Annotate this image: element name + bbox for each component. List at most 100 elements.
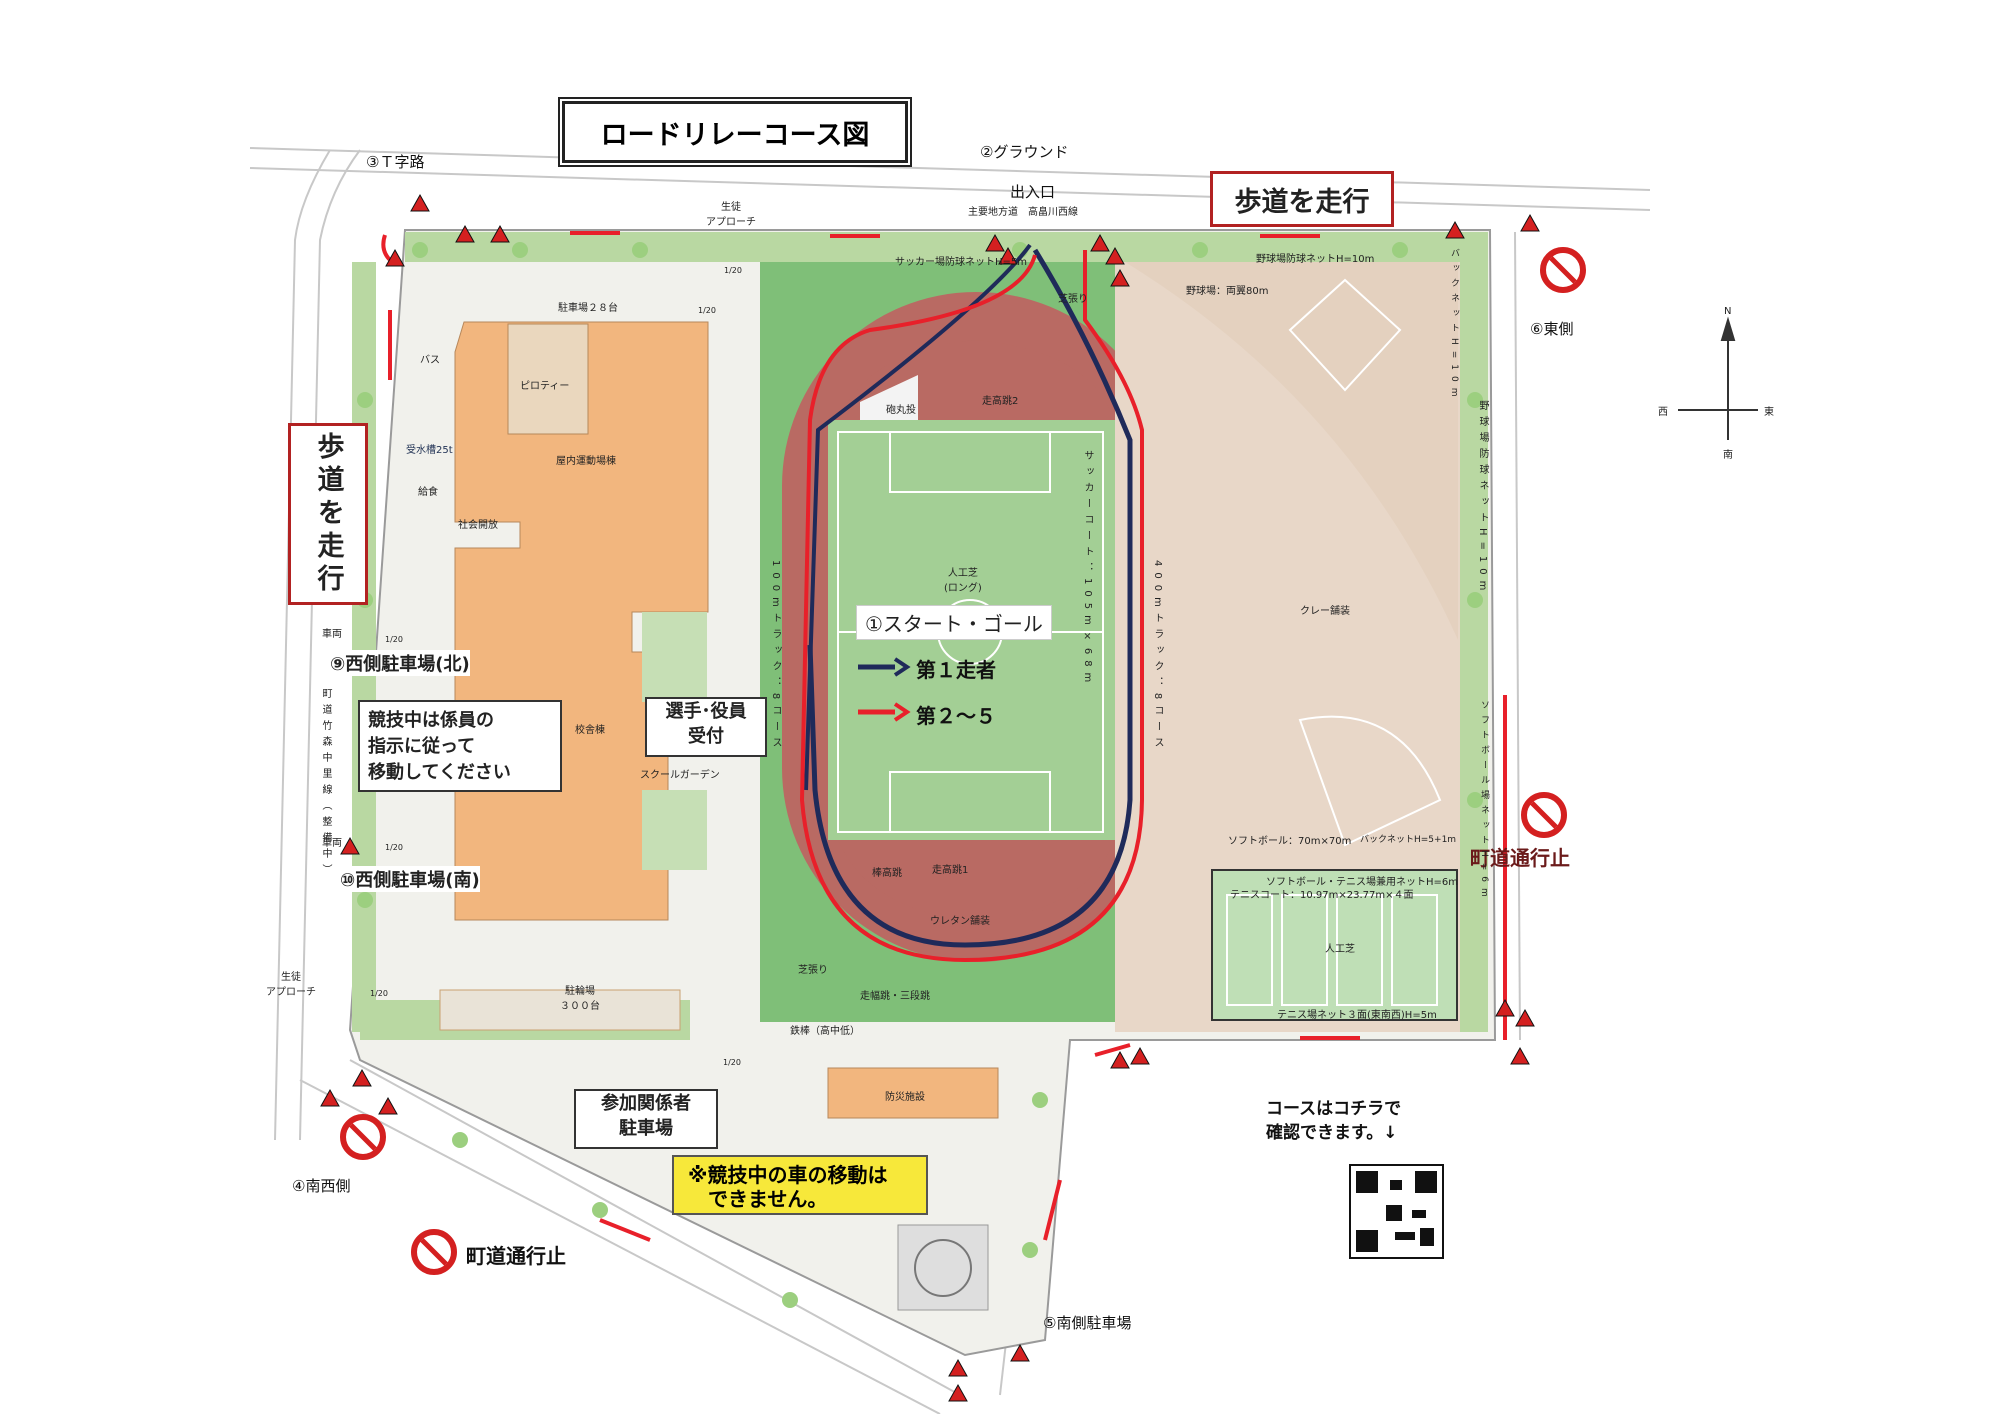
slope-label-d: 1/20 xyxy=(385,843,403,852)
staff-notice-line-2: 指示に従って xyxy=(368,736,476,757)
qr-text-line-2: 確認できます。↓ xyxy=(1266,1123,1398,1143)
parking-line-2: 駐車場 xyxy=(619,1118,673,1139)
tennis-court-label: テニスコート：10.97m×23.77m×４面 xyxy=(1230,890,1414,901)
town-road-label: 町道竹森中里線（整備中） xyxy=(320,688,331,880)
slope-label-c: 1/20 xyxy=(385,635,403,644)
reception-notice: 選手･役員 受付 xyxy=(645,697,767,757)
baseball-net-side-label: 野球場防球ネットH=10m xyxy=(1477,400,1488,597)
tennis-courts xyxy=(1211,869,1458,1021)
start-goal-label: ①スタート・ゴール xyxy=(856,605,1052,640)
high-jump-1-label: 走高跳1 xyxy=(932,865,969,876)
legend-runner-2-5: 第２～５ xyxy=(916,704,996,728)
school-garden-south xyxy=(642,790,707,870)
bus-label: バス xyxy=(420,355,440,366)
sidewalk-label-top: 歩道を走行 xyxy=(1210,171,1394,227)
route-runner-1 xyxy=(807,248,1133,948)
legend-runner-1: 第１走者 xyxy=(916,658,996,682)
backnet-label: バックネットH=10m xyxy=(1449,248,1459,403)
urethane-label: ウレタン舗装 xyxy=(930,916,990,927)
slope-label-a: 1/20 xyxy=(724,266,742,275)
clay-label: クレー舗装 xyxy=(1300,606,1350,617)
turf-long-line-1: 人工芝 xyxy=(947,568,978,579)
point-10-label: ⑩西側駐車場(南) xyxy=(340,866,480,892)
car-gate-south: 車両 xyxy=(322,838,342,849)
turf-long-line-2: (ロング) xyxy=(944,583,982,594)
bousai-building xyxy=(827,1067,999,1119)
compass-south: 南 xyxy=(1723,450,1733,461)
shot-put-label: 砲丸投 xyxy=(886,405,916,416)
reception-line-2: 受付 xyxy=(688,726,724,747)
slope-label-f: 1/20 xyxy=(723,1058,741,1067)
compass-west: 西 xyxy=(1658,407,1668,418)
no-car-move-notice: ※競技中の車の移動は できません。 xyxy=(672,1155,928,1215)
point-5-label: ⑤南側駐車場 xyxy=(1043,1314,1132,1332)
staff-notice-line-1: 競技中は係員の xyxy=(368,710,494,731)
school-garden-label: スクールガーデン xyxy=(640,770,720,781)
staff-instruction-notice: 競技中は係員の 指示に従って 移動してください xyxy=(358,700,562,792)
track-100-label: 100mトラック：8コース xyxy=(770,560,781,754)
qr-text-line-1: コースはコチラで xyxy=(1266,1099,1402,1119)
no-car-line-2: できません。 xyxy=(708,1187,828,1211)
route-runner-1-return xyxy=(804,243,1032,791)
track-400-label: 400mトラック：8コース xyxy=(1152,560,1163,754)
turf2-label: 芝張り xyxy=(798,965,828,976)
approach-top-line-2: アプローチ xyxy=(706,217,756,228)
main-road-label: 主要地方道 高畠川西線 xyxy=(968,207,1078,218)
pole-vault-label: 棒高跳 xyxy=(872,868,902,879)
school-building-label: 校舎棟 xyxy=(575,725,605,736)
reception-line-1: 選手･役員 xyxy=(665,701,747,722)
bousai-label: 防災施設 xyxy=(885,1092,925,1103)
soccer-net-label: サッカー場防球ネットH=5m xyxy=(895,257,1028,268)
point-9-label: ⑨西側駐車場(北) xyxy=(330,650,470,676)
artificial-turf-long-label: 人工芝 (ロング) xyxy=(944,564,982,594)
compass-east: 東 xyxy=(1764,407,1774,418)
parking-28-label: 駐車場２８台 xyxy=(558,303,618,314)
approach-bottom-line-2: アプローチ xyxy=(266,987,316,998)
road-course-arrows xyxy=(381,231,1507,1242)
compass-rose xyxy=(1678,316,1758,440)
road-closed-south: 町道通行止 xyxy=(466,1244,566,1268)
no-car-line-1: ※競技中の車の移動は xyxy=(688,1163,888,1187)
qr-instruction: コースはコチラで 確認できます。↓ xyxy=(1266,1097,1401,1145)
tennis-net-bottom-label: テニス場ネット３面(東南西)H=5m xyxy=(1277,1010,1437,1021)
tennis-net-top-label: ソフトボール・テニス場兼用ネットH=6m xyxy=(1266,877,1459,888)
course-cones xyxy=(320,193,1540,1402)
piloti-label: ピロティー xyxy=(520,381,570,392)
indoor-gym-label: 屋内運動場棟 xyxy=(556,456,616,467)
approach-bottom-line-1: 生徒 xyxy=(281,972,301,983)
softball-net-label: ソフトボール場ネットH=6m xyxy=(1479,700,1489,903)
approach-top-line-1: 生徒 xyxy=(721,202,741,213)
legend-arrowhead-runner-1 xyxy=(893,657,911,677)
point-3-label: ③Ｔ字路 xyxy=(366,153,425,171)
no-entry-signs xyxy=(340,247,1586,1275)
parking-notice: 参加関係者 駐車場 xyxy=(574,1089,718,1149)
road-closed-east: 町道通行止 xyxy=(1470,846,1570,870)
softball-backnet-label: バックネットH=5+1m xyxy=(1360,835,1457,845)
bicycle-parking-line-2: ３００台 xyxy=(560,1001,600,1012)
kyushoku-label: 給食 xyxy=(418,487,438,498)
student-approach-top: 生徒 アプローチ xyxy=(706,198,756,228)
high-jump-2-label: 走高跳2 xyxy=(982,396,1019,407)
softball-label: ソフトボール：70m×70m xyxy=(1228,836,1352,847)
turf-label: 芝張り xyxy=(1058,294,1088,305)
iron-bar-label: 鉄棒（高中低） xyxy=(790,1026,860,1037)
school-garden-north xyxy=(642,612,707,702)
compass-north: N xyxy=(1724,306,1732,317)
point-2-sublabel: 出入口 xyxy=(1010,183,1056,201)
baseball-net-top-label: 野球場防球ネットH=10m xyxy=(1256,254,1375,265)
water-tank-label: 受水槽25t xyxy=(406,445,453,456)
route-runner-2-5 xyxy=(799,250,1144,963)
long-jump-label: 走幅跳・三段跳 xyxy=(860,991,930,1002)
sidewalk-label-left: 歩道を走行 xyxy=(288,423,368,605)
heliport-circle xyxy=(914,1239,972,1297)
soccer-court-label: サッカーコート：105m×68m xyxy=(1082,450,1093,689)
heliport xyxy=(897,1224,989,1311)
slope-label-e: 1/20 xyxy=(370,989,388,998)
point-4-label: ④南西側 xyxy=(292,1177,351,1195)
qr-code xyxy=(1349,1164,1444,1259)
bicycle-parking xyxy=(439,989,681,1031)
artificial-turf-label: 人工芝 xyxy=(1325,944,1355,955)
staff-notice-line-3: 移動してください xyxy=(368,762,511,783)
roads xyxy=(249,147,1651,1414)
point-2-label: ②グラウンド xyxy=(980,143,1069,161)
